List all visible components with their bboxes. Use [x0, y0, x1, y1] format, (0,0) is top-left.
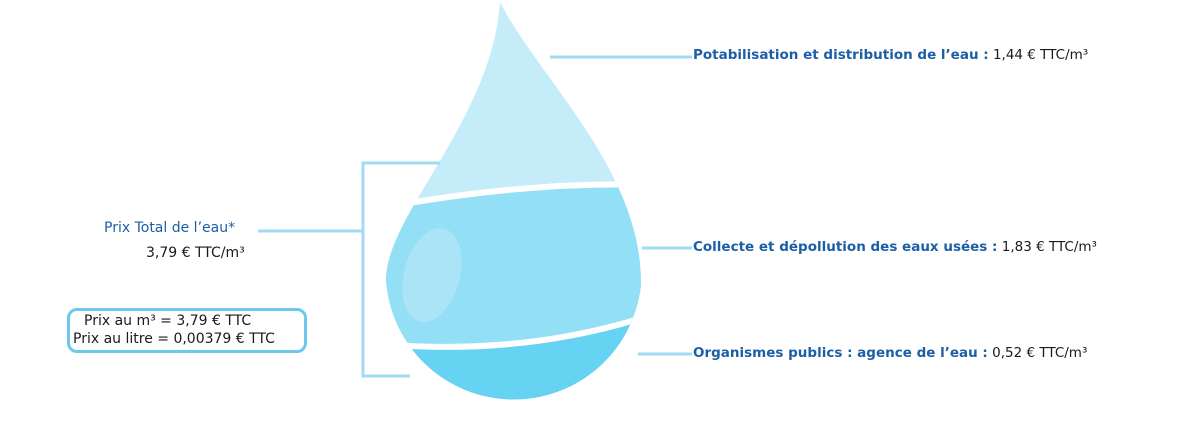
segment-name: Organismes publics : agence de l’eau :	[693, 345, 988, 361]
price-box: Prix au m³ = 3,79 € TTC Prix au litre = …	[67, 308, 307, 353]
connector-lines	[258, 55, 692, 378]
highlight-reflection	[402, 228, 462, 322]
price-per-m3: Prix au m³ = 3,79 € TTC	[84, 313, 252, 329]
segment-value: 1,83 € TTC/m³	[1001, 239, 1097, 255]
segment-label-organismes: Organismes publics : agence de l’eau : 0…	[693, 345, 1087, 361]
total-value: 3,79 € TTC/m³	[146, 245, 245, 261]
total-title: Prix Total de l’eau*	[104, 220, 236, 236]
segment-value: 0,52 € TTC/m³	[992, 345, 1088, 361]
segment-name: Potabilisation et distribution de l’eau …	[693, 47, 989, 63]
segment-organismes	[386, 312, 642, 400]
segment-value: 1,44 € TTC/m³	[992, 47, 1089, 63]
price-per-litre: Prix au litre = 0,00379 € TTC	[73, 331, 275, 347]
segment-label-potabilisation: Potabilisation et distribution de l’eau …	[693, 47, 1088, 63]
segment-label-collecte: Collecte et dépollution des eaux usées :…	[693, 239, 1097, 255]
segment-name: Collecte et dépollution des eaux usées :	[693, 239, 998, 255]
